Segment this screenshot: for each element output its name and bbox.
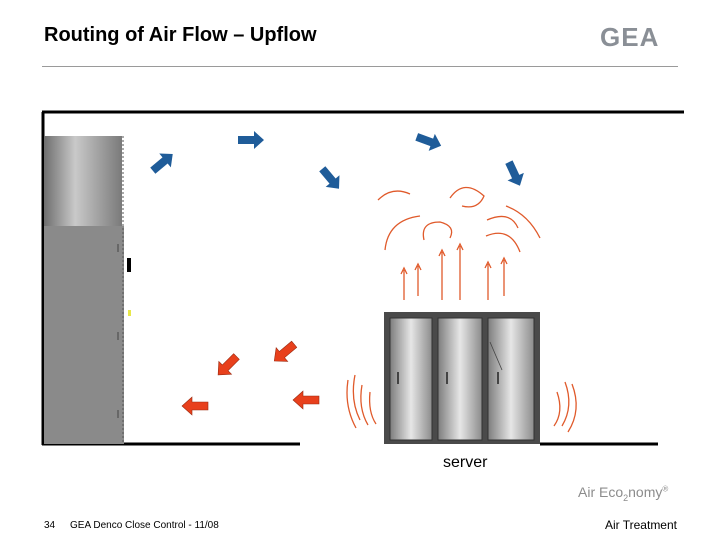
air-economy-logo: Air Eco2nomy® xyxy=(578,484,668,503)
air-conditioning-unit xyxy=(44,136,131,444)
title-divider xyxy=(42,66,678,67)
eco-mark: ® xyxy=(662,484,669,494)
cool-air-arrow-icon xyxy=(238,131,264,149)
eco-subscript: 2 xyxy=(623,492,629,503)
server-label: server xyxy=(443,454,488,471)
cool-air-arrow-icon xyxy=(319,166,340,189)
eco-part1: Air Eco xyxy=(578,484,624,500)
page-number: 34 xyxy=(44,520,56,531)
server-racks xyxy=(384,312,540,444)
cool-air-arrows xyxy=(150,131,524,189)
return-air-arrows xyxy=(181,340,320,416)
return-air-arrow-icon xyxy=(181,396,209,416)
gea-logo: GEA xyxy=(600,22,660,52)
eco-part2: nomy xyxy=(628,484,663,500)
return-air-arrow-icon xyxy=(273,340,298,362)
heat-flow-lines xyxy=(346,186,577,433)
cool-air-arrow-icon xyxy=(415,133,442,151)
return-air-arrow-icon xyxy=(217,353,240,376)
slide-title: Routing of Air Flow – Upflow xyxy=(44,24,317,46)
footer-brand-text: Air Treatment xyxy=(604,518,677,532)
cool-air-arrow-icon xyxy=(150,153,173,174)
cool-air-arrow-icon xyxy=(505,160,524,186)
return-air-arrow-icon xyxy=(292,390,320,410)
footer-text: GEA Denco Close Control - 11/08 xyxy=(70,520,219,531)
room-outline xyxy=(41,110,684,446)
